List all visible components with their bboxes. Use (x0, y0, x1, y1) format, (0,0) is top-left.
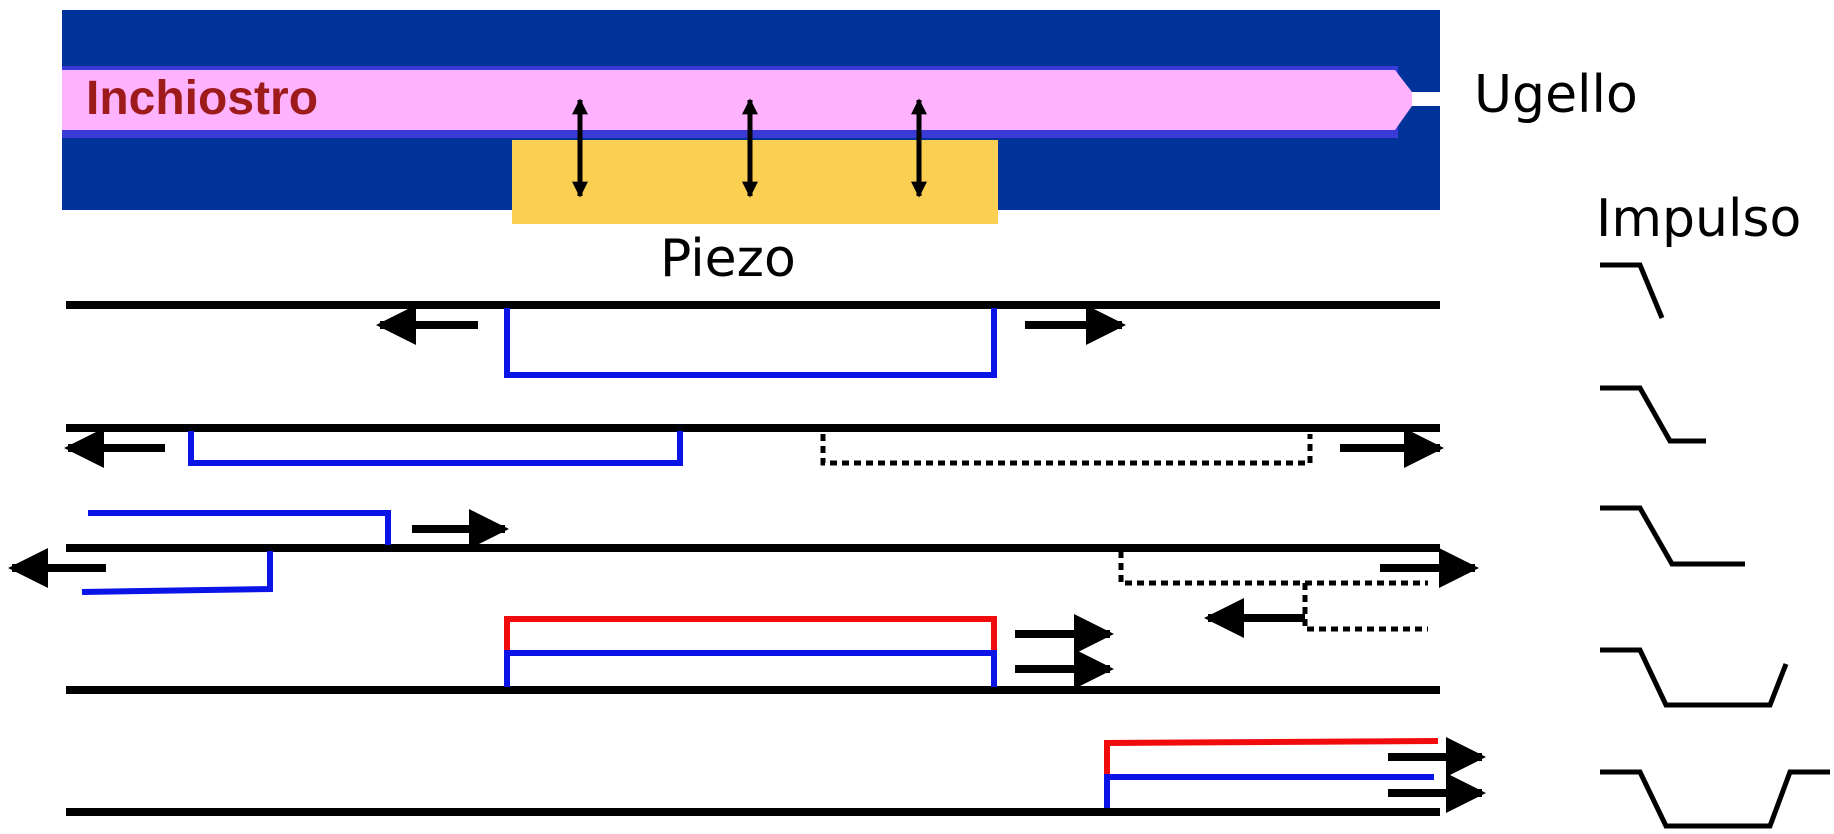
pulse-step-2 (1600, 385, 1706, 444)
ink-label: Inchiostro (86, 72, 318, 125)
pressure-wave-blue (188, 431, 683, 466)
nozzle-label: Ugello (1474, 65, 1638, 125)
pressure-wave-dotted (820, 434, 1313, 466)
print-head: Inchiostro Piezo (62, 10, 1442, 289)
pulse-step-3 (1600, 505, 1745, 567)
pressure-wave-blue-lower (81, 551, 273, 595)
pressure-wave-blue (504, 650, 997, 687)
pressure-wave-blue (1104, 774, 1434, 808)
vibration-arrows (571, 98, 928, 198)
piezo-element (512, 140, 998, 224)
pressure-wave-red (1104, 738, 1439, 776)
stage-3 (8, 505, 1745, 638)
stage-2 (64, 385, 1706, 468)
pulse-label: Impulso (1596, 189, 1801, 249)
stage-1 (66, 262, 1665, 378)
stage-4 (66, 614, 1789, 708)
pulse-step-4 (1600, 647, 1789, 708)
pulse-step-5 (1600, 769, 1830, 829)
pressure-wave-blue-upper (88, 510, 391, 545)
stage-5 (66, 737, 1830, 829)
nozzle-gap (1412, 92, 1442, 106)
pressure-wave-red (504, 616, 997, 652)
pressure-wave-blue (504, 308, 997, 378)
piezo-label: Piezo (660, 229, 796, 289)
pulse-step-1 (1600, 262, 1665, 319)
pressure-wave-dotted (1118, 551, 1428, 632)
